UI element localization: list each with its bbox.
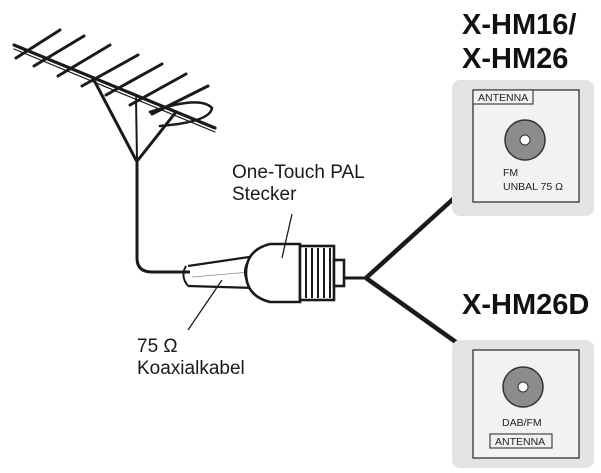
yagi-antenna xyxy=(12,28,217,212)
antenna-panel-bottom: DAB/FM ANTENNA xyxy=(452,340,594,468)
cable-label-line2: Koaxialkabel xyxy=(137,358,245,379)
panel-top-header: ANTENNA xyxy=(478,92,528,104)
panel-top-line1: FM xyxy=(503,167,518,179)
model-title-bottom: X-HM26D xyxy=(462,289,589,321)
cable-leader-line xyxy=(187,279,223,331)
model-title-top-line1: X-HM16/ xyxy=(462,9,576,41)
connector-leader-line xyxy=(281,213,293,259)
panel-bottom-footer: ANTENNA xyxy=(495,436,545,448)
panel-top-line2: UNBAL 75 Ω xyxy=(503,181,563,193)
antenna-panel-top: ANTENNA FM UNBAL 75 Ω xyxy=(452,80,594,216)
pal-connector xyxy=(243,242,366,304)
coax-cable xyxy=(135,210,257,290)
connector-label-line2: Stecker xyxy=(232,184,297,205)
connector-label-line1: One-Touch PAL xyxy=(232,162,365,183)
cable-label-line1: 75 Ω xyxy=(137,336,178,357)
panel-bottom-line1: DAB/FM xyxy=(502,417,542,429)
model-title-top-line2: X-HM26 xyxy=(462,43,568,75)
